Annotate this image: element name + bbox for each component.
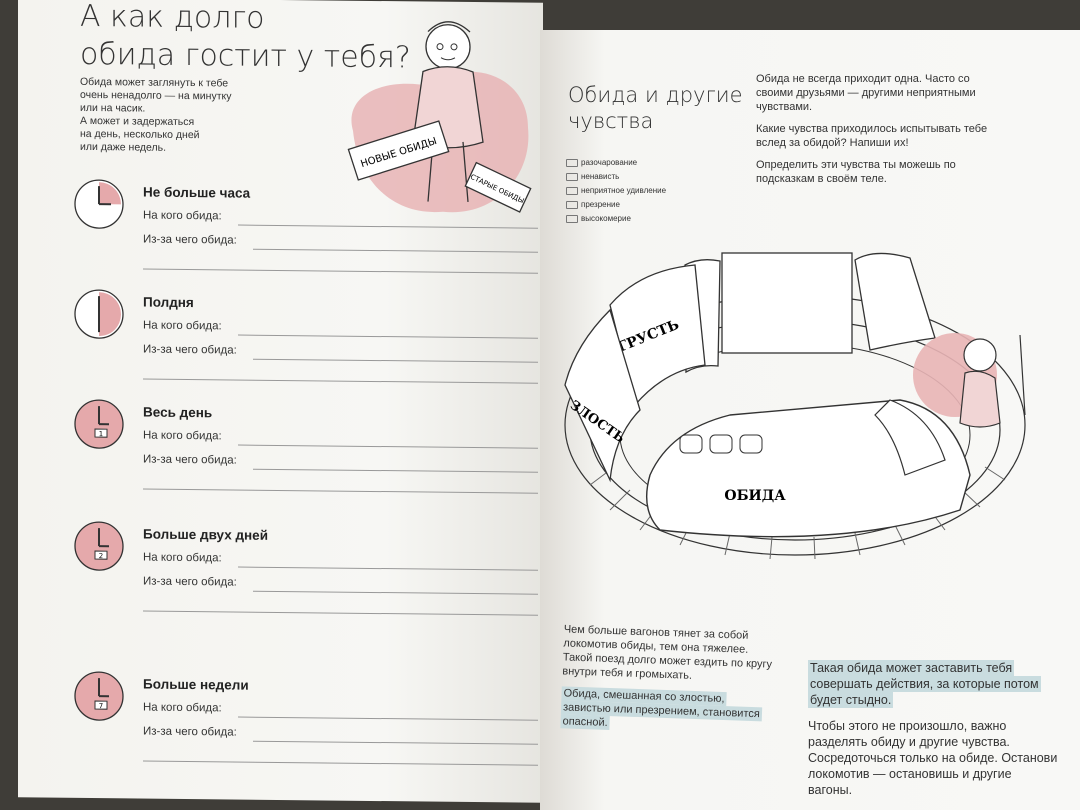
write-line[interactable] (238, 716, 538, 721)
clock-icon: 1 (74, 399, 124, 449)
highlighted-text: Обида, смешанная со злостью, завистью ил… (560, 686, 763, 731)
engine-label: ОБИДА (724, 488, 786, 504)
write-line[interactable] (253, 358, 538, 363)
question-who: На кого обида: (143, 209, 222, 223)
bottom-left-text: Чем больше вагонов тянет за собой локомо… (560, 622, 774, 743)
write-line[interactable] (253, 468, 538, 473)
day-badge: 7 (99, 702, 103, 710)
section-title: Полдня (143, 294, 194, 311)
intro-line: или даже недель. (80, 140, 167, 154)
section-title: Весь день (143, 404, 213, 421)
wagon-icon (566, 187, 578, 195)
legend-item: ненависть (566, 170, 666, 184)
title-line-1: Обида и другие (568, 83, 743, 107)
write-line[interactable] (238, 224, 538, 229)
question-who: На кого обида: (143, 551, 222, 565)
write-line[interactable] (143, 268, 538, 274)
legend-label: разочарование (581, 158, 638, 167)
legend-item: высокомерие (566, 212, 666, 226)
paragraph: Чем больше вагонов тянет за собой локомо… (562, 623, 773, 682)
write-line[interactable] (238, 566, 538, 571)
paragraph-highlighted: Обида, смешанная со злостью, завистью ил… (560, 686, 771, 735)
day-badge: 1 (99, 430, 103, 438)
write-line[interactable] (143, 610, 538, 616)
paragraph-highlighted: Такая обида может заставить тебя соверша… (808, 660, 1058, 708)
day-badge: 2 (99, 552, 103, 560)
question-who: На кого обида: (143, 429, 222, 443)
feelings-legend: разочарование ненависть неприятное удивл… (566, 156, 666, 226)
question-why: Из-за чего обида: (143, 575, 237, 589)
legend-item: презрение (566, 198, 666, 212)
page-title: Обида и другие чувства (568, 82, 743, 134)
bottom-right-text: Такая обида может заставить тебя соверша… (808, 660, 1058, 808)
write-line[interactable] (253, 740, 538, 745)
question-who: На кого обида: (143, 701, 222, 715)
legend-label: презрение (581, 200, 620, 209)
train-illustration: ГРУСТЬ ЗЛОСТЬ ОБИДА (564, 252, 1026, 560)
section-week: 7 Больше недели На кого обида: Из-за чег… (73, 670, 543, 790)
question-why: Из-за чего обида: (143, 233, 237, 247)
write-line[interactable] (238, 334, 538, 339)
write-line[interactable] (143, 488, 538, 494)
legend-item: неприятное удивление (566, 184, 666, 198)
legend-label: ненависть (581, 172, 620, 181)
section-title: Не больше часа (143, 184, 251, 201)
section-two-days: 2 Больше двух дней На кого обида: Из-за … (73, 520, 543, 640)
section-title: Больше двух дней (143, 526, 268, 543)
write-line[interactable] (143, 760, 538, 766)
instructions-text: Обида не всегда приходит одна. Часто со … (756, 72, 996, 194)
clock-icon: 2 (74, 521, 124, 571)
section-whole-day: 1 Весь день На кого обида: Из-за чего об… (73, 398, 543, 518)
wagon-icon (566, 201, 578, 209)
question-who: На кого обида: (143, 319, 222, 333)
right-page: Обида и другие чувства разочарование нен… (540, 30, 1080, 810)
question-why: Из-за чего обида: (143, 725, 237, 739)
paragraph: Чтобы этого не произошло, важно разделят… (808, 719, 1058, 797)
question-why: Из-за чего обида: (143, 453, 237, 467)
section-half-day: Полдня На кого обида: Из-за чего обида: (73, 288, 543, 408)
section-hour: Не больше часа На кого обида: Из-за чего… (73, 178, 543, 298)
write-line[interactable] (238, 444, 538, 449)
legend-label: высокомерие (581, 214, 631, 223)
write-line[interactable] (253, 590, 538, 595)
legend-item: разочарование (566, 156, 666, 170)
highlighted-text: Такая обида может заставить тебя соверша… (808, 660, 1041, 708)
intro-text: Обида может заглянуть к тебе очень ненад… (80, 76, 280, 156)
left-page: А как долго обида гостит у тебя? Обида м… (18, 0, 543, 803)
wagon-icon (566, 159, 578, 167)
clock-icon (74, 179, 124, 229)
title-line-2: чувства (568, 109, 654, 133)
section-title: Больше недели (143, 676, 249, 693)
grandma-suitcase-illustration: НОВЫЕ ОБИДЫ СТАРЫЕ ОБИДЫ (347, 21, 532, 213)
legend-label: неприятное удивление (581, 186, 667, 195)
write-line[interactable] (143, 378, 538, 384)
paragraph: Какие чувства приходилось испытывать теб… (756, 123, 988, 149)
question-why: Из-за чего обида: (143, 343, 237, 357)
paragraph: Обида не всегда приходит одна. Часто со … (756, 73, 976, 113)
wagon-icon (566, 215, 578, 223)
paragraph: Определить эти чувства ты можешь по подс… (756, 159, 956, 185)
write-line[interactable] (253, 248, 538, 253)
clock-icon (74, 289, 124, 339)
wagon-icon (566, 173, 578, 181)
clock-icon: 7 (74, 671, 124, 721)
